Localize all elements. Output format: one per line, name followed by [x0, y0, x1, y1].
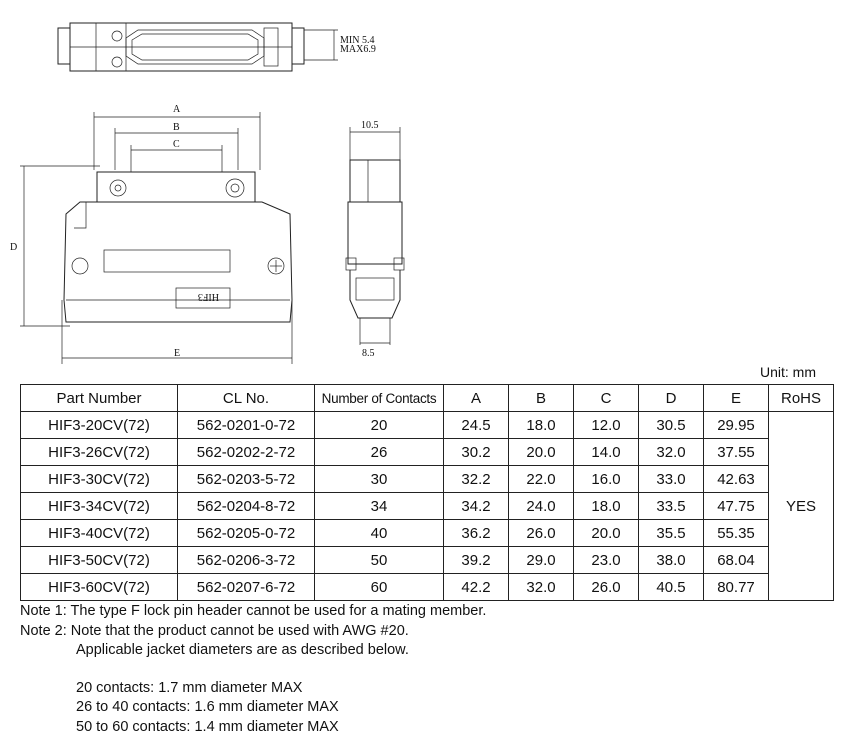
header-part-number: Part Number — [20, 384, 178, 412]
dim-b-label: B — [173, 122, 180, 133]
dim-c-label: C — [173, 139, 180, 150]
cell-part-number: HIF3-26CV(72) — [20, 438, 178, 466]
cell-e: 55.35 — [703, 519, 769, 547]
cell-c: 23.0 — [573, 546, 639, 574]
table-row: HIF3-60CV(72) 562-0207-6-72 60 42.2 32.0… — [20, 573, 834, 601]
cell-part-number: HIF3-34CV(72) — [20, 492, 178, 520]
cell-b: 18.0 — [508, 411, 574, 439]
depth-dim-label: 10.5 — [361, 120, 379, 131]
cell-d: 32.0 — [638, 438, 704, 466]
cell-e: 47.75 — [703, 492, 769, 520]
cell-cl-no: 562-0201-0-72 — [177, 411, 315, 439]
cell-contacts: 34 — [314, 492, 444, 520]
dim-a-label: A — [173, 104, 181, 115]
header-cl-no: CL No. — [177, 384, 315, 412]
cell-a: 42.2 — [443, 573, 509, 601]
min-dim-label: MIN 5.4 — [340, 35, 374, 46]
cell-c: 16.0 — [573, 465, 639, 493]
notes: Note 1: The type F lock pin header canno… — [20, 602, 486, 737]
cell-d: 40.5 — [638, 573, 704, 601]
cell-part-number: HIF3-30CV(72) — [20, 465, 178, 493]
cell-contacts: 50 — [314, 546, 444, 574]
cell-e: 37.55 — [703, 438, 769, 466]
cell-d: 33.5 — [638, 492, 704, 520]
cell-b: 26.0 — [508, 519, 574, 547]
cell-e: 29.95 — [703, 411, 769, 439]
top-view: MIN 5.4 MAX6.9 — [57, 22, 376, 72]
header-b: B — [508, 384, 574, 412]
dim-e-label: E — [174, 348, 180, 359]
cell-a: 30.2 — [443, 438, 509, 466]
cell-c: 14.0 — [573, 438, 639, 466]
cell-cl-no: 562-0203-5-72 — [177, 465, 315, 493]
cell-c: 26.0 — [573, 573, 639, 601]
cell-contacts: 30 — [314, 465, 444, 493]
table-row: HIF3-34CV(72) 562-0204-8-72 34 34.2 24.0… — [20, 492, 834, 520]
header-c: C — [573, 384, 639, 412]
cell-d: 30.5 — [638, 411, 704, 439]
cell-cl-no: 562-0202-2-72 — [177, 438, 315, 466]
cell-contacts: 20 — [314, 411, 444, 439]
unit-label: Unit: mm — [760, 364, 816, 380]
cell-b: 20.0 — [508, 438, 574, 466]
cell-cl-no: 562-0206-3-72 — [177, 546, 315, 574]
header-e: E — [703, 384, 769, 412]
diameter-line: 26 to 40 contacts: 1.6 mm diameter MAX — [76, 699, 339, 715]
cell-d: 35.5 — [638, 519, 704, 547]
cell-part-number: HIF3-20CV(72) — [20, 411, 178, 439]
cell-b: 24.0 — [508, 492, 574, 520]
header-contacts: Number of Contacts — [314, 384, 444, 412]
cell-cl-no: 562-0205-0-72 — [177, 519, 315, 547]
cell-contacts: 60 — [314, 573, 444, 601]
table-row: HIF3-20CV(72) 562-0201-0-72 20 24.5 18.0… — [20, 411, 834, 601]
header-a: A — [443, 384, 509, 412]
table-row: HIF3-40CV(72) 562-0205-0-72 40 36.2 26.0… — [20, 519, 834, 547]
cell-c: 18.0 — [573, 492, 639, 520]
cell-cl-no: 562-0207-6-72 — [177, 573, 315, 601]
cell-a: 24.5 — [443, 411, 509, 439]
cell-rohs: YES — [768, 411, 834, 601]
note-2: Note 2: Note that the product cannot be … — [20, 622, 409, 639]
cell-part-number: HIF3-40CV(72) — [20, 519, 178, 547]
marking-label: HIF3 — [198, 291, 219, 302]
cell-contacts: 40 — [314, 519, 444, 547]
front-view: A B C D E HIF3 — [10, 104, 293, 364]
cell-d: 38.0 — [638, 546, 704, 574]
cell-e: 68.04 — [703, 546, 769, 574]
spec-table: Part Number CL No. Number of Contacts A … — [20, 384, 834, 601]
max-dim-label: MAX6.9 — [340, 44, 376, 55]
cell-part-number: HIF3-50CV(72) — [20, 546, 178, 574]
header-rohs: RoHS — [768, 384, 834, 412]
table-row: HIF3-30CV(72) 562-0203-5-72 30 32.2 22.0… — [20, 465, 834, 493]
cell-a: 32.2 — [443, 465, 509, 493]
technical-drawing: MIN 5.4 MAX6.9 A B C D E — [10, 22, 405, 364]
cell-a: 34.2 — [443, 492, 509, 520]
header-d: D — [638, 384, 704, 412]
cell-d: 33.0 — [638, 465, 704, 493]
cell-c: 20.0 — [573, 519, 639, 547]
table-header-row: Part Number CL No. Number of Contacts A … — [20, 384, 834, 412]
cell-b: 32.0 — [508, 573, 574, 601]
cell-a: 36.2 — [443, 519, 509, 547]
cell-c: 12.0 — [573, 411, 639, 439]
table-row: HIF3-50CV(72) 562-0206-3-72 50 39.2 29.0… — [20, 546, 834, 574]
dim-d-label: D — [10, 242, 17, 253]
table-row: HIF3-26CV(72) 562-0202-2-72 26 30.2 20.0… — [20, 438, 834, 466]
cell-b: 29.0 — [508, 546, 574, 574]
diameter-line: 20 contacts: 1.7 mm diameter MAX — [76, 679, 303, 696]
cell-b: 22.0 — [508, 465, 574, 493]
cell-part-number: HIF3-60CV(72) — [20, 573, 178, 601]
diameter-line: 50 to 60 contacts: 1.4 mm diameter MAX — [76, 718, 339, 735]
side-view: 10.5 8.5 — [345, 120, 405, 359]
cell-cl-no: 562-0204-8-72 — [177, 492, 315, 520]
cell-a: 39.2 — [443, 546, 509, 574]
cell-e: 80.77 — [703, 573, 769, 601]
side-bottom-dim-label: 8.5 — [362, 348, 375, 359]
cell-e: 42.63 — [703, 465, 769, 493]
cell-contacts: 26 — [314, 438, 444, 466]
note-1: Note 1: The type F lock pin header canno… — [20, 603, 487, 619]
note-2-continuation: Applicable jacket diameters are as descr… — [76, 642, 409, 658]
